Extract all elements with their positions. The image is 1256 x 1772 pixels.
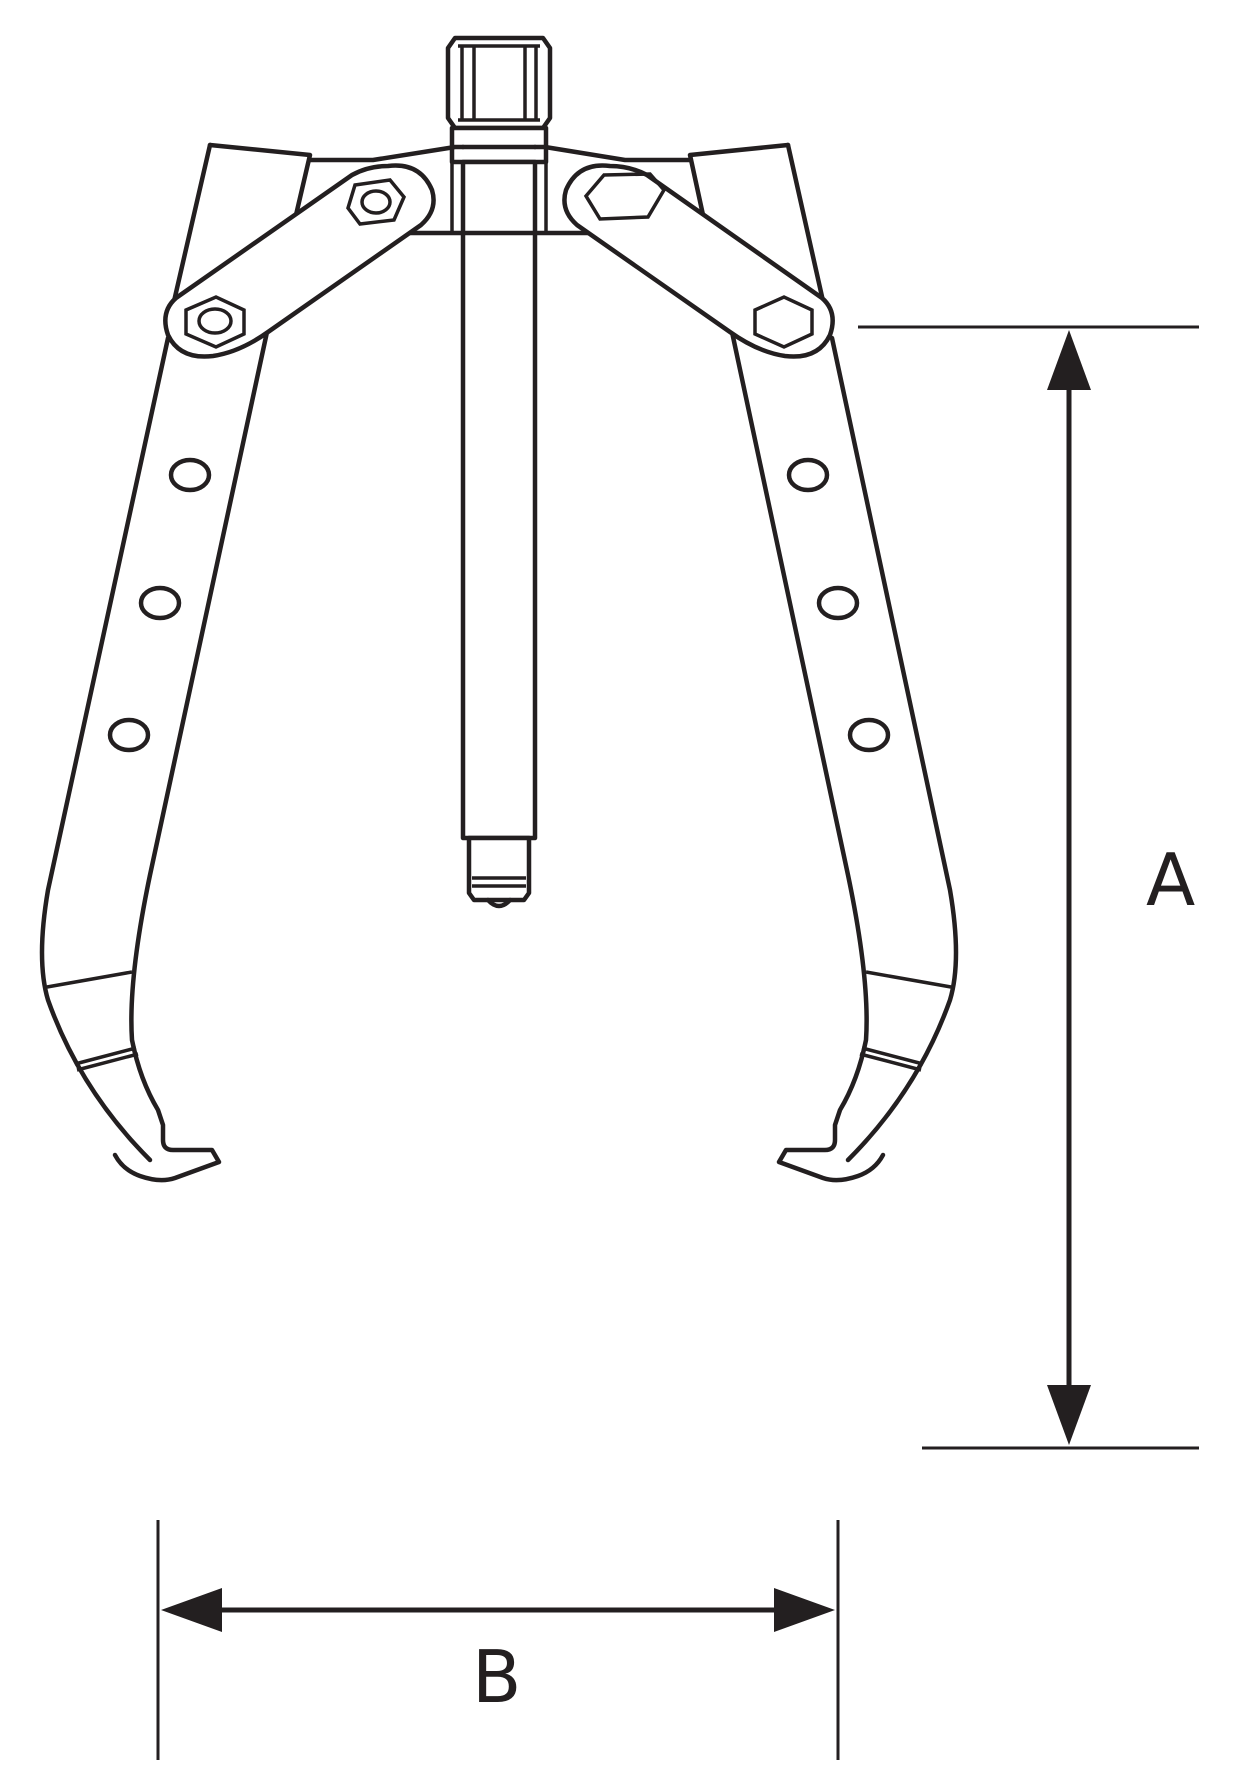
dimension-a: A — [858, 325, 1199, 1450]
arrow-left-icon — [161, 1588, 222, 1632]
left-jaw — [39, 142, 313, 1183]
spindle-tip — [466, 835, 532, 903]
adjustment-hole — [816, 585, 860, 621]
arrow-up-icon — [1047, 330, 1091, 390]
right-jaw — [687, 142, 959, 1183]
forcing-screw — [445, 35, 553, 909]
bolt-washer-icon — [197, 307, 233, 335]
dimension-label-b: B — [472, 1635, 521, 1719]
dimension-label-a: A — [1146, 838, 1195, 922]
dimension-b: B — [156, 1520, 840, 1760]
bolt-hex-icon — [583, 172, 667, 221]
bolt-washer-icon — [360, 189, 392, 215]
adjustment-hole — [138, 585, 182, 621]
right-link-arm — [562, 163, 835, 359]
arrow-right-icon — [774, 1588, 835, 1632]
spindle — [460, 159, 538, 841]
crossbar-yoke — [307, 144, 693, 236]
arrow-down-icon — [1047, 1385, 1091, 1445]
adjustment-hole — [107, 717, 151, 753]
bolt-hex-icon — [753, 295, 814, 349]
bolt-hex-icon — [184, 295, 246, 349]
adjustment-hole — [168, 457, 212, 493]
adjustment-hole — [786, 457, 830, 493]
adjustment-hole — [847, 717, 891, 753]
left-link-arm — [163, 163, 436, 359]
bolt-hex-icon — [346, 178, 407, 226]
